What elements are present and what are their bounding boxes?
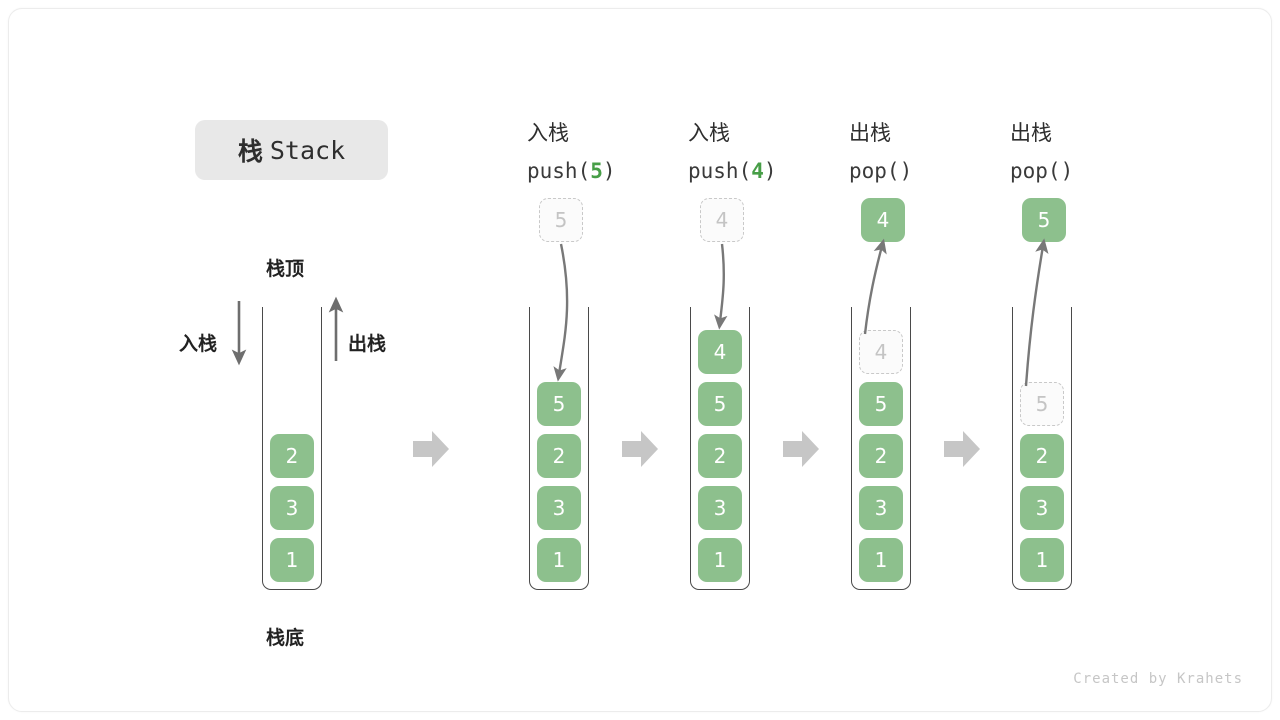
footer-credit: Created by Krahets <box>1073 671 1243 687</box>
stack-cell-push-5-2: 2 <box>537 434 581 478</box>
stack-frame-push-5 <box>529 307 589 590</box>
step-header-push-5: 入栈 push(5) <box>527 114 616 190</box>
stack-frame-pop-2 <box>1012 307 1072 590</box>
pop-direction-label: 出栈 <box>348 333 387 355</box>
stack-cell-pop-1-3: 3 <box>859 486 903 530</box>
step-separator-arrow-1 <box>413 431 449 467</box>
stack-cell-push-5-3: 3 <box>537 486 581 530</box>
step-header-code-pop-2: pop() <box>1010 159 1074 183</box>
step-header-cn-push-5: 入栈 <box>527 121 569 145</box>
stack-cell-pop-2-3: 3 <box>1020 486 1064 530</box>
floating-cell-pop-1: 4 <box>861 198 905 242</box>
stack-frame-pop-1 <box>851 307 911 590</box>
stack-frame-base <box>262 307 322 590</box>
stack-cell-push-5-5: 5 <box>537 382 581 426</box>
step-header-code-push-4: push(4) <box>688 159 777 183</box>
step-separator-arrow-2 <box>622 431 658 467</box>
stack-cell-push-4-4: 4 <box>698 330 742 374</box>
step-separator-arrow-3 <box>783 431 819 467</box>
page-title-cn: 栈 <box>237 137 264 166</box>
page-title: 栈 Stack <box>195 120 388 180</box>
arrow-overlay <box>231 238 1049 467</box>
stack-bottom-label: 栈底 <box>266 627 305 649</box>
stack-cell-push-4-1: 1 <box>698 538 742 582</box>
stack-cell-push-4-2: 2 <box>698 434 742 478</box>
push-direction-label: 入栈 <box>179 333 218 355</box>
stack-cell-push-4-3: 3 <box>698 486 742 530</box>
step-header-cn-pop-1: 出栈 <box>849 121 891 145</box>
stack-cell-pop-2-1: 1 <box>1020 538 1064 582</box>
stack-cell-pop-1-5: 5 <box>859 382 903 426</box>
step-header-code-pop-1: pop() <box>849 159 913 183</box>
stack-frame-push-4 <box>690 307 750 590</box>
stack-top-label: 栈顶 <box>266 258 305 280</box>
stack-cell-pop-1-2: 2 <box>859 434 903 478</box>
step-header-pop-2: 出栈 pop() <box>1010 114 1073 190</box>
step-header-push-4: 入栈 push(4) <box>688 114 777 190</box>
stack-cell-push-4-5: 5 <box>698 382 742 426</box>
step-separator-arrow-4 <box>944 431 980 467</box>
stack-cell-pop-2-5: 5 <box>1020 382 1064 426</box>
step-header-code-push-5: push(5) <box>527 159 616 183</box>
stack-cell-base-2: 2 <box>270 434 314 478</box>
step-header-pop-1: 出栈 pop() <box>849 114 912 190</box>
floating-cell-pop-2: 5 <box>1022 198 1066 242</box>
stack-cell-pop-1-4: 4 <box>859 330 903 374</box>
stack-cell-pop-1-1: 1 <box>859 538 903 582</box>
stack-cell-base-1: 1 <box>270 538 314 582</box>
floating-cell-push-5: 5 <box>539 198 583 242</box>
step-header-arg-push-4: 4 <box>751 159 764 183</box>
step-header-cn-pop-2: 出栈 <box>1010 121 1052 145</box>
stack-cell-push-5-1: 1 <box>537 538 581 582</box>
stack-cell-base-3: 3 <box>270 486 314 530</box>
stack-cell-pop-2-2: 2 <box>1020 434 1064 478</box>
page-title-en: Stack <box>269 135 346 165</box>
floating-cell-push-4: 4 <box>700 198 744 242</box>
step-header-arg-push-5: 5 <box>590 159 603 183</box>
step-header-cn-push-4: 入栈 <box>688 121 730 145</box>
